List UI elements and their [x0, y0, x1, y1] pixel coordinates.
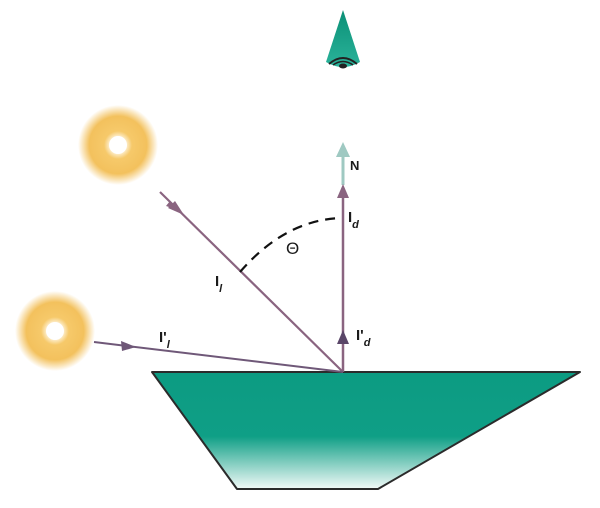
- eye-viewer-icon: [326, 10, 360, 69]
- incident-ray-secondary: [93, 341, 344, 373]
- diffuse-primary-label: Id: [348, 209, 359, 231]
- incident-secondary-label: I'l: [159, 329, 171, 351]
- normal-arrow: [336, 142, 350, 185]
- diffuse-reflected-ray: [337, 184, 349, 372]
- light-source-icon: [78, 105, 158, 185]
- normal-label: N: [350, 158, 359, 173]
- incident-ray-primary: [159, 191, 344, 373]
- diffuse-secondary-label: I'd: [356, 327, 371, 349]
- reflecting-surface: [151, 371, 581, 490]
- incident-primary-label: Il: [215, 273, 223, 295]
- angle-theta-arc: [239, 216, 342, 273]
- theta-label: Θ: [286, 239, 299, 258]
- light-source-icon: [15, 291, 95, 371]
